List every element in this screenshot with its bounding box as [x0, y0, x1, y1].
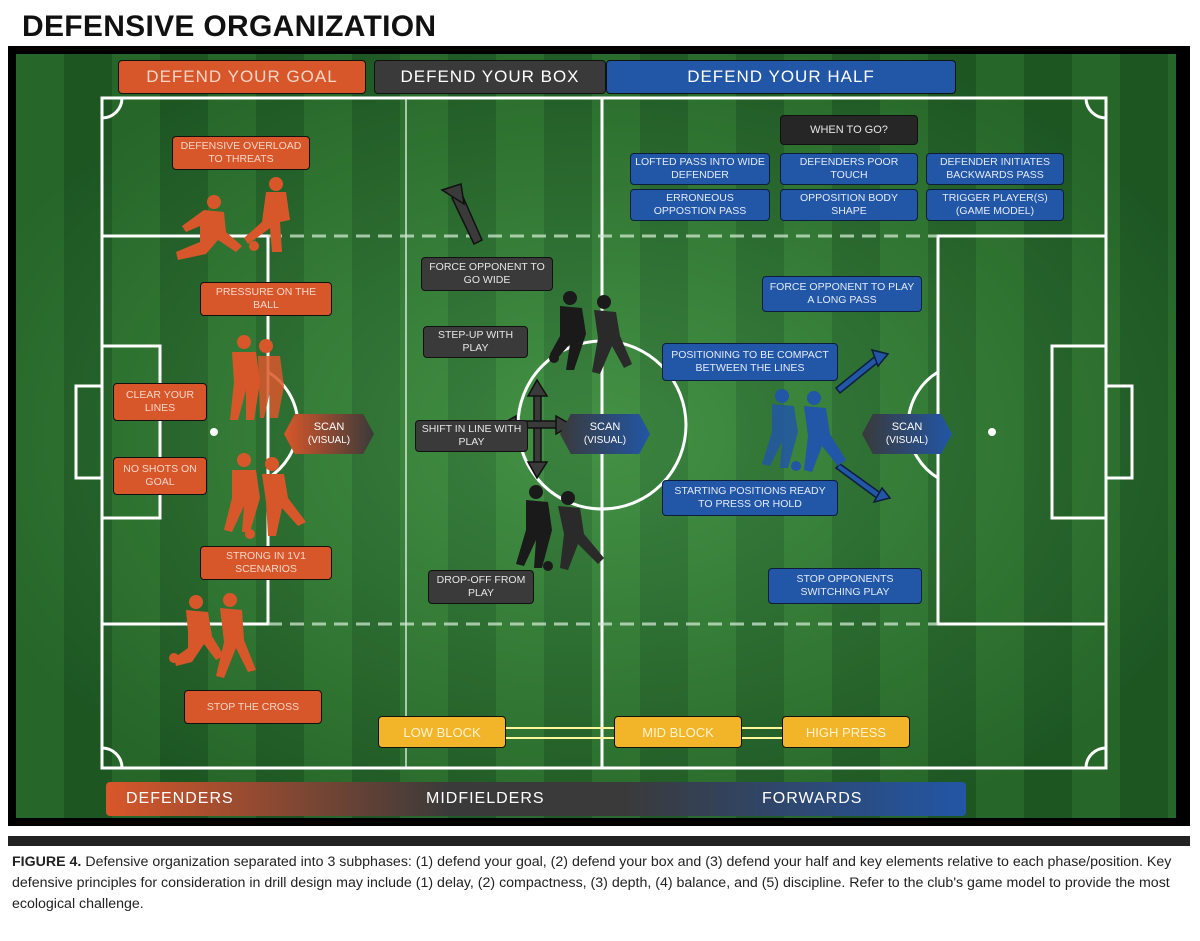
- label-drop-off-from-play: DROP-OFF FROM PLAY: [428, 570, 534, 604]
- block-high-press: HIGH PRESS: [782, 716, 910, 748]
- midfielder-players-figure-1: [549, 291, 632, 374]
- label-when-to-go: WHEN TO GO?: [780, 115, 918, 145]
- midfielder-players-figure-2: [516, 485, 604, 571]
- block-low: LOW BLOCK: [378, 716, 506, 748]
- block-mid: MID BLOCK: [614, 716, 742, 748]
- scan-badge-forwards: SCAN (VISUAL): [862, 414, 952, 454]
- trigger-trigger-players: TRIGGER PLAYER(S) (GAME MODEL): [926, 189, 1064, 221]
- scan-sub-label: (VISUAL): [583, 435, 627, 446]
- scan-badge-defenders: SCAN (VISUAL): [284, 414, 374, 454]
- position-bar: DEFENDERS MIDFIELDERS FORWARDS: [106, 782, 966, 816]
- label-force-long-pass: FORCE OPPONENT TO PLAY A LONG PASS: [762, 276, 922, 312]
- trigger-backwards-pass: DEFENDER INITIATES BACKWARDS PASS: [926, 153, 1064, 185]
- trigger-defenders-poor-touch: DEFENDERS POOR TOUCH: [780, 153, 918, 185]
- defender-players-figure-2: [230, 335, 284, 420]
- scan-label: SCAN: [891, 421, 923, 433]
- position-midfielders: MIDFIELDERS: [426, 790, 545, 807]
- label-no-shots-on-goal: NO SHOTS ON GOAL: [113, 457, 207, 495]
- scan-badge-midfielders: SCAN (VISUAL): [560, 414, 650, 454]
- label-clear-your-lines: CLEAR YOUR LINES: [113, 383, 207, 421]
- defender-players-figure-1: [176, 177, 290, 260]
- caption-rule: [8, 836, 1190, 846]
- forward-players-figure: [762, 389, 846, 472]
- figure-caption: FIGURE 4. Defensive organization separat…: [12, 852, 1188, 915]
- defender-players-figure-4: [169, 593, 256, 678]
- position-defenders: DEFENDERS: [126, 790, 234, 807]
- label-shift-in-line: SHIFT IN LINE WITH PLAY: [415, 420, 528, 452]
- label-force-opponent-wide: FORCE OPPONENT TO GO WIDE: [421, 257, 553, 291]
- scan-sub-label: (VISUAL): [307, 435, 351, 446]
- trigger-erroneous-pass: ERRONEOUS OPPOSTION PASS: [630, 189, 770, 221]
- caption-text: Defensive organization separated into 3 …: [12, 854, 1172, 912]
- label-stop-the-cross: STOP THE CROSS: [184, 690, 322, 724]
- pitch: DEFEND YOUR GOAL DEFEND YOUR BOX DEFEND …: [16, 54, 1176, 818]
- defender-players-figure-3: [224, 453, 306, 539]
- scan-label: SCAN: [313, 421, 345, 433]
- label-strong-in-1v1: STRONG IN 1V1 SCENARIOS: [200, 546, 332, 580]
- trigger-body-shape: OPPOSITION BODY SHAPE: [780, 189, 918, 221]
- scan-label: SCAN: [589, 421, 621, 433]
- header-defend-your-box: DEFEND YOUR BOX: [374, 60, 606, 94]
- label-defensive-overload: DEFENSIVE OVERLOAD TO THREATS: [172, 136, 310, 170]
- label-stop-switching-play: STOP OPPONENTS SWITCHING PLAY: [768, 568, 922, 604]
- scan-sub-label: (VISUAL): [885, 435, 929, 446]
- figure-title: DEFENSIVE ORGANIZATION: [22, 10, 437, 43]
- label-starting-positions: STARTING POSITIONS READY TO PRESS OR HOL…: [662, 480, 838, 516]
- label-pressure-on-ball: PRESSURE ON THE BALL: [200, 282, 332, 316]
- label-compact-between-lines: POSITIONING TO BE COMPACT BETWEEN THE LI…: [662, 343, 838, 381]
- header-defend-your-goal: DEFEND YOUR GOAL: [118, 60, 366, 94]
- label-step-up-with-play: STEP-UP WITH PLAY: [423, 326, 528, 358]
- position-forwards: FORWARDS: [762, 790, 863, 807]
- diagram-frame: DEFEND YOUR GOAL DEFEND YOUR BOX DEFEND …: [8, 46, 1190, 826]
- caption-label: FIGURE 4.: [12, 854, 82, 870]
- header-defend-your-half: DEFEND YOUR HALF: [606, 60, 956, 94]
- trigger-lofted-pass: LOFTED PASS INTO WIDE DEFENDER: [630, 153, 770, 185]
